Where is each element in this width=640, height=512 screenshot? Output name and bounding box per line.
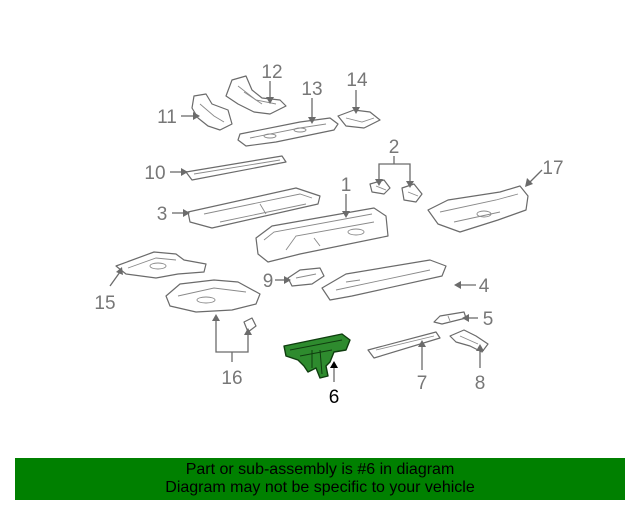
callout-13[interactable]: 13 (301, 79, 322, 100)
part-7-sill (367, 331, 441, 359)
banner-line-disclaimer: Diagram may not be specific to your vehi… (165, 479, 475, 496)
part-2-brackets (369, 179, 423, 203)
callout-2[interactable]: 2 (389, 137, 400, 158)
callout-10[interactable]: 10 (144, 163, 165, 184)
callout-14[interactable]: 14 (346, 70, 368, 91)
part-1-floor-tunnel (255, 207, 389, 263)
banner-line-part: Part or sub-assembly is #6 in diagram (185, 461, 455, 478)
part-11-bracket (191, 93, 233, 131)
part-3-floor-pan (187, 187, 321, 229)
callout-12[interactable]: 12 (261, 62, 282, 83)
callout-9[interactable]: 9 (263, 271, 274, 292)
part-15-panel (115, 251, 207, 279)
leader-6 (330, 361, 338, 382)
leader-8 (476, 344, 484, 368)
callout-11[interactable]: 11 (157, 107, 177, 128)
callout-5[interactable]: 5 (483, 309, 494, 330)
callout-15[interactable]: 15 (94, 293, 115, 314)
part-10-rail (185, 155, 287, 181)
part-17-rear-pan (427, 185, 529, 233)
callout-4[interactable]: 4 (479, 276, 490, 297)
leader-16 (212, 314, 252, 362)
part-5-bolt (433, 311, 467, 325)
leader-5 (462, 314, 478, 322)
leader-7 (418, 340, 426, 370)
part-13-crossmember (237, 117, 339, 147)
leader-15 (109, 267, 123, 287)
callout-1[interactable]: 1 (341, 175, 352, 196)
callout-16[interactable]: 16 (221, 368, 242, 389)
leader-3 (172, 209, 190, 217)
callout-8[interactable]: 8 (475, 373, 486, 394)
callout-17[interactable]: 17 (542, 158, 563, 179)
part-14-bracket (337, 109, 381, 129)
leader-9 (275, 276, 291, 284)
leader-11 (181, 112, 200, 120)
callout-6[interactable]: 6 (329, 387, 340, 408)
leader-17 (525, 169, 543, 187)
part-16-assembly (165, 279, 261, 333)
callout-3[interactable]: 3 (157, 204, 168, 225)
leader-2 (375, 156, 414, 188)
part-9-bracket (287, 267, 325, 287)
leader-12 (266, 81, 274, 104)
leader-10 (170, 168, 188, 176)
part-4-rear-floor (321, 259, 447, 301)
leader-4 (454, 281, 476, 289)
part-8-bracket (449, 329, 489, 353)
callout-7[interactable]: 7 (417, 373, 428, 394)
leader-13 (308, 98, 316, 124)
leader-14 (352, 90, 360, 114)
part-6-highlighted-crossmember[interactable] (283, 333, 351, 379)
leader-1 (342, 194, 350, 218)
highlight-info-banner: Part or sub-assembly is #6 in diagram Di… (15, 458, 625, 500)
